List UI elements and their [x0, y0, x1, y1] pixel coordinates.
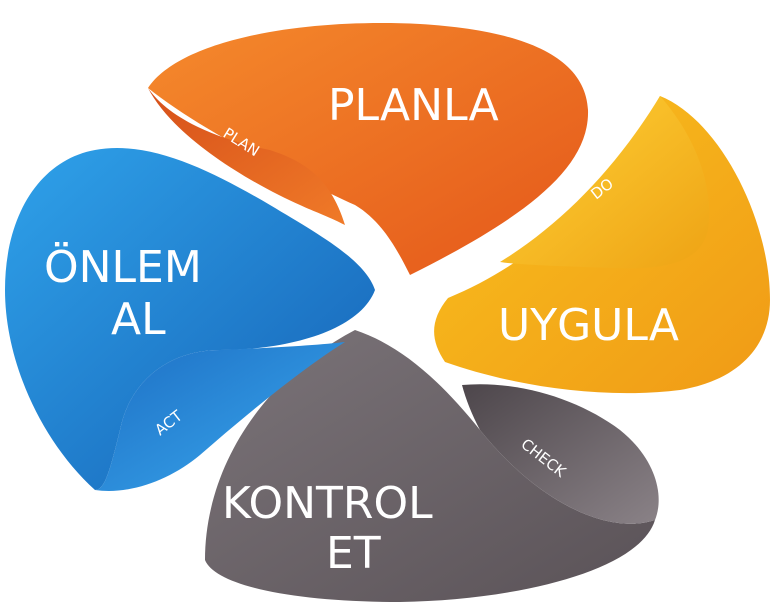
- act-fold-shape: [95, 342, 345, 491]
- plan-title: PLANLA: [328, 80, 499, 131]
- act-segment: ÖNLEM AL ACT: [5, 148, 375, 491]
- act-title-line2: AL: [111, 294, 166, 345]
- check-title-line2: ET: [326, 528, 381, 579]
- plan-segment: PLANLA PLAN: [148, 23, 589, 276]
- act-petal-shape: [5, 148, 375, 490]
- plan-fold-shape: [148, 88, 345, 225]
- plan-petal-shape: [148, 23, 589, 276]
- check-segment: KONTROL ET CHECK: [205, 330, 659, 602]
- check-fold-shape: [462, 384, 659, 524]
- act-title-line1: ÖNLEM: [44, 241, 202, 293]
- check-petal-shape: [205, 330, 655, 602]
- do-title: UYGULA: [498, 300, 679, 351]
- do-segment: UYGULA DO: [434, 96, 770, 394]
- check-title-line1: KONTROL: [222, 478, 433, 529]
- do-fold-shape: [500, 96, 710, 269]
